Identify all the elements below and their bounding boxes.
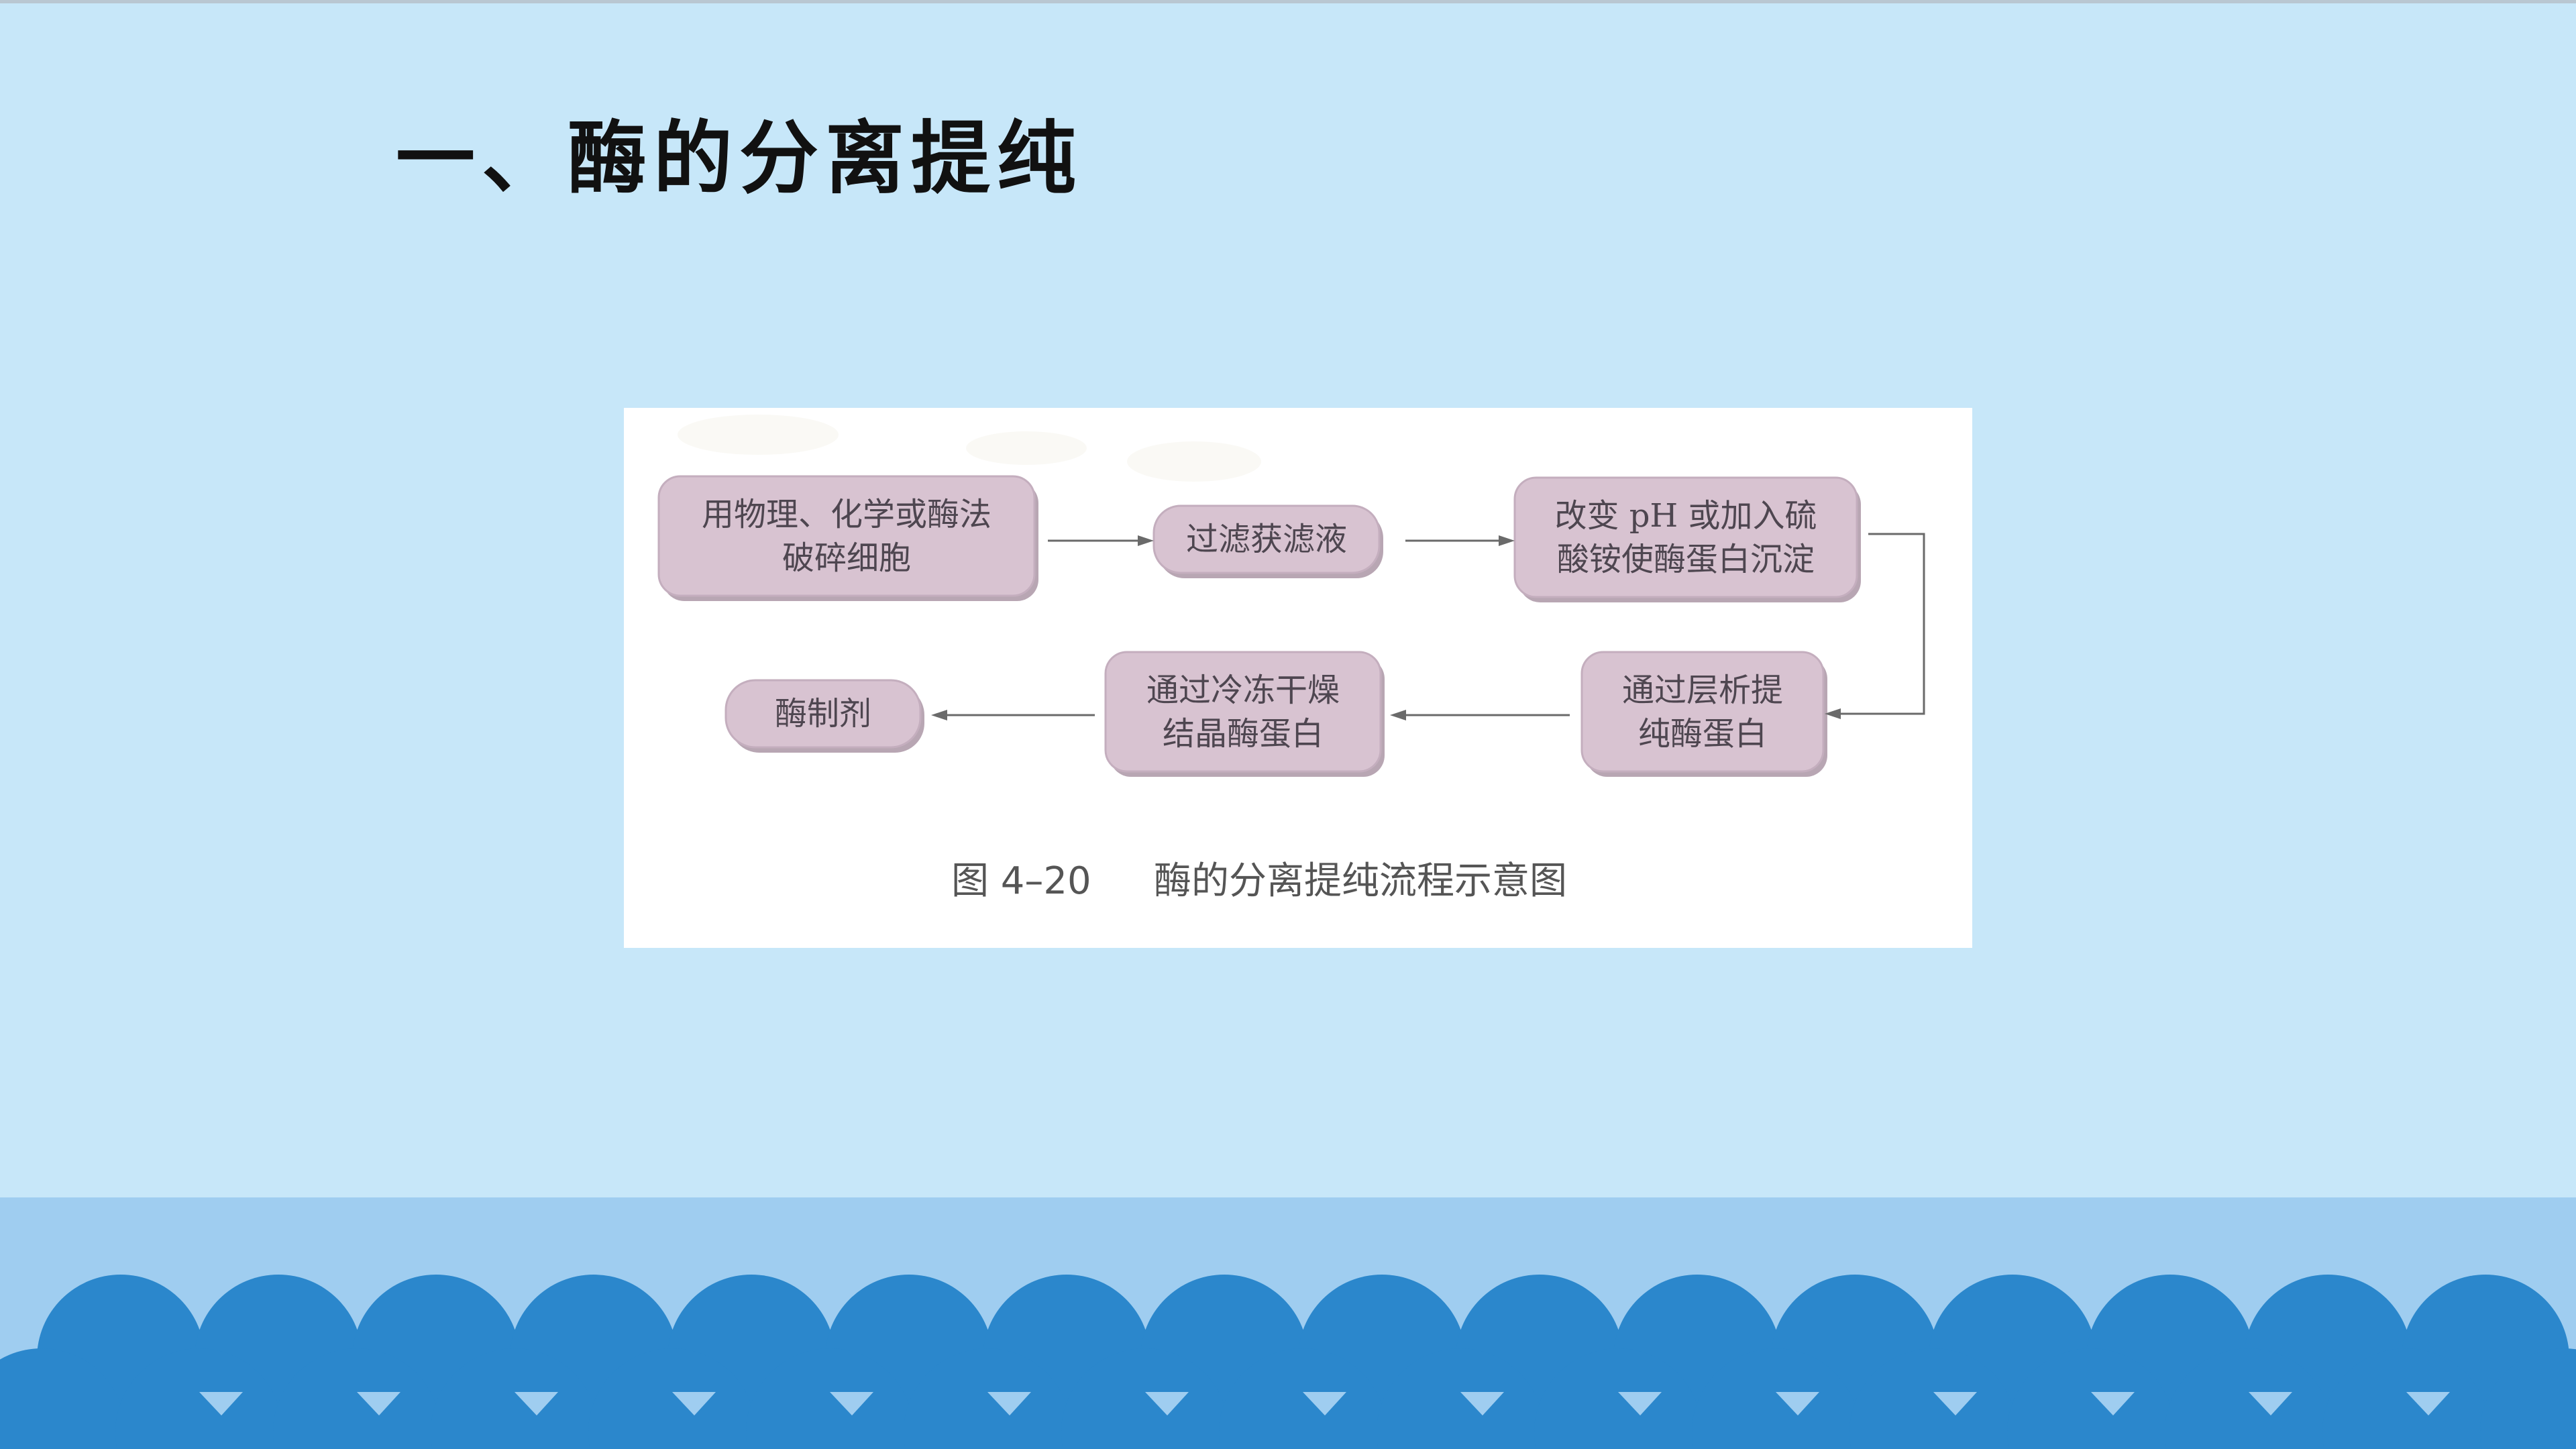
flow-node-freeze-drying: 通过冷冻干燥 结晶酶蛋白 [1104, 651, 1385, 777]
node-text: 酶制剂 [775, 695, 871, 733]
flow-node-enzyme-preparation: 酶制剂 [724, 679, 924, 753]
arrow-left-2 [931, 710, 1095, 720]
node-text: 过滤获滤液 [1186, 521, 1347, 558]
node-text: 用物理、化学或酶法 [702, 496, 991, 533]
arrow-right-2 [1405, 535, 1515, 546]
node-text: 破碎细胞 [782, 539, 911, 577]
top-border [0, 0, 2576, 3]
arrow-left-1 [1390, 710, 1570, 720]
node-text: 通过冷冻干燥 [1146, 672, 1340, 709]
flow-node-filtration: 过滤获滤液 [1152, 504, 1383, 578]
slide-title: 一、酶的分离提纯 [396, 111, 1083, 205]
arrow-elbow-down [1825, 533, 1925, 719]
flowchart-figure: 用物理、化学或酶法 破碎细胞 过滤获滤液 改变 pH 或加入硫 酸铵使酶蛋白沉淀 [624, 408, 1972, 948]
node-text: 通过层析提 [1622, 672, 1783, 709]
figure-caption-number: 图 4–20 [951, 859, 1091, 903]
flow-node-cell-disruption: 用物理、化学或酶法 破碎细胞 [657, 475, 1038, 601]
node-text: 改变 pH 或加入硫 [1554, 497, 1817, 535]
wave-gap-highlights [199, 1392, 2450, 1415]
background-texture [678, 415, 1261, 482]
node-text: 结晶酶蛋白 [1163, 715, 1324, 753]
flow-node-precipitation: 改变 pH 或加入硫 酸铵使酶蛋白沉淀 [1513, 476, 1861, 602]
flowchart-svg: 用物理、化学或酶法 破碎细胞 过滤获滤液 改变 pH 或加入硫 酸铵使酶蛋白沉淀 [657, 415, 1925, 903]
arrow-right-1 [1048, 535, 1154, 546]
figure-caption-text: 酶的分离提纯流程示意图 [1154, 859, 1567, 903]
node-text: 纯酶蛋白 [1638, 715, 1767, 753]
flow-node-chromatography: 通过层析提 纯酶蛋白 [1580, 651, 1827, 777]
footer-waves [0, 1275, 2576, 1449]
node-text: 酸铵使酶蛋白沉淀 [1557, 541, 1815, 578]
wave-row-front [0, 1348, 2576, 1449]
